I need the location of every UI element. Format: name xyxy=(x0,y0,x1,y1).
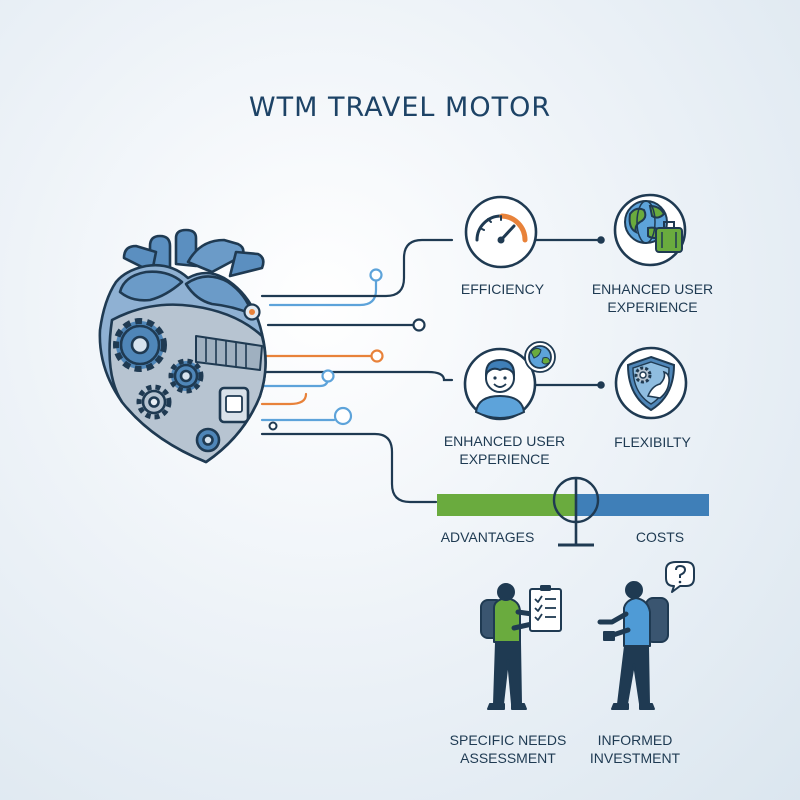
connector-node xyxy=(321,369,335,383)
connector-node xyxy=(369,268,383,282)
advantages-bar xyxy=(437,494,575,516)
ux-user-icon-circle xyxy=(463,341,556,421)
feature-label-ux-user: ENHANCED USER EXPERIENCE xyxy=(443,433,566,467)
balance-label-costs: COSTS xyxy=(635,529,685,545)
connector-node xyxy=(268,421,278,431)
plate-ticks xyxy=(205,338,247,368)
ux-globe-icon-circle xyxy=(613,193,687,267)
mechanical-heart-icon xyxy=(98,228,267,464)
traveler-with-question xyxy=(597,561,695,710)
connector-dot xyxy=(597,381,605,389)
connector-node xyxy=(412,318,426,332)
balance-label-advantages: ADVANTAGES xyxy=(440,529,535,545)
traveler-with-clipboard xyxy=(480,583,562,710)
gauge-icon xyxy=(475,213,528,244)
connector-node xyxy=(333,406,353,426)
connector-lines xyxy=(260,236,605,504)
feature-label-ux-globe: ENHANCED USER EXPERIENCE xyxy=(591,281,714,315)
clipboard-checklist-icon xyxy=(529,588,562,632)
gear-icon xyxy=(136,384,172,420)
head xyxy=(497,583,515,601)
flexibility-icon-circle xyxy=(614,346,688,420)
question-bubble-icon xyxy=(665,561,695,593)
connector-efficiency xyxy=(260,238,454,298)
connector-user xyxy=(260,370,454,382)
connector-blue-2 xyxy=(260,376,330,388)
valve-core xyxy=(249,309,255,315)
person-label-needs: SPECIFIC NEEDS ASSESSMENT xyxy=(449,732,567,766)
costs-bar xyxy=(575,494,709,516)
feature-label-flexibility: FLEXIBILTY xyxy=(614,434,691,450)
connector-orange-2 xyxy=(260,392,308,406)
bolt-icon xyxy=(195,427,221,453)
shield-gear-icon xyxy=(626,355,676,412)
person-label-investment: INFORMED INVESTMENT xyxy=(589,732,681,766)
gear-icon xyxy=(168,358,204,394)
legs xyxy=(617,645,650,705)
balance-scale-icon xyxy=(552,476,600,547)
advantages-costs-balance xyxy=(437,476,709,547)
page-title: WTM TRAVEL MOTOR xyxy=(248,92,552,123)
small-globe-icon xyxy=(524,341,556,373)
connector-node xyxy=(370,349,384,363)
legs xyxy=(493,641,522,705)
head xyxy=(625,581,643,599)
connector-balance xyxy=(260,432,438,504)
feature-label-efficiency: EFFICIENCY xyxy=(460,281,545,297)
shirt xyxy=(493,597,521,643)
shirt xyxy=(623,597,651,647)
heart-lobe xyxy=(118,270,184,302)
smiling-user-icon xyxy=(474,358,526,420)
globe-luggage-icon xyxy=(624,200,683,253)
connector-dot xyxy=(597,236,605,244)
gear-icon xyxy=(113,318,167,372)
vessel xyxy=(228,250,265,278)
checklist-marks xyxy=(534,595,556,621)
efficiency-icon-circle xyxy=(464,195,538,269)
connector-blue-1 xyxy=(268,275,378,307)
chip-core xyxy=(225,395,243,413)
